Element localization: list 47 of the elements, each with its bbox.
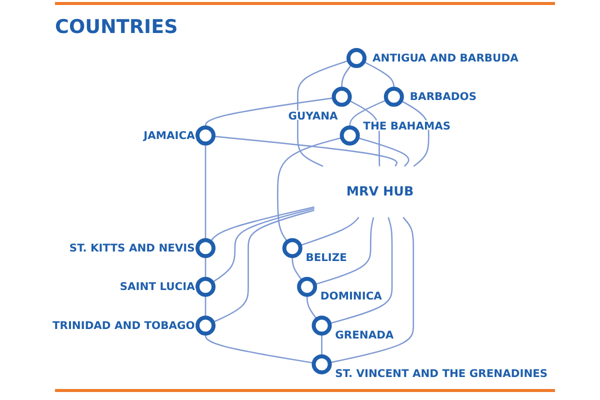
connector-line [212, 210, 314, 323]
connector-line [314, 217, 374, 286]
connector-line [204, 334, 314, 364]
connector-line [277, 136, 342, 242]
ring-node [312, 354, 332, 374]
title: COUNTRIES [55, 16, 178, 38]
hub-label: MRV HUB [346, 184, 414, 199]
country-label: TRINIDAD AND TOBAGO [52, 318, 195, 332]
ring-node [384, 86, 404, 107]
ring-node [195, 276, 216, 297]
ring-node [332, 86, 352, 107]
connector-line [321, 334, 322, 356]
connector-line [204, 256, 206, 279]
connector-line [329, 217, 393, 324]
ring-node [340, 126, 360, 146]
connector-line [300, 216, 360, 246]
connector-line [210, 206, 314, 242]
connector-line [204, 97, 334, 128]
ring-node [346, 48, 367, 68]
country-label: SAINT LUCIA [120, 280, 195, 294]
country-label: JAMAICA [144, 128, 195, 142]
connector-line [349, 99, 387, 128]
connector-line [357, 137, 410, 167]
connector-line [400, 100, 430, 167]
ring-node [195, 238, 216, 258]
country-label: GRENADA [335, 328, 394, 342]
ring-node [297, 276, 318, 297]
country-label: ST. KITTS AND NEVIS [69, 241, 195, 254]
ring-node [195, 126, 216, 146]
country-label: DOMINICA [320, 290, 382, 303]
connector-line [341, 64, 352, 89]
ring-node [312, 316, 332, 336]
connector-line [212, 208, 314, 283]
country-label: BARBADOS [410, 90, 477, 104]
ring-node [282, 238, 302, 258]
country-label: ANTIGUA AND BARBUDA [372, 51, 518, 64]
connector-line [204, 144, 206, 240]
country-label: ST. VINCENT AND THE GRENADINES [335, 367, 548, 380]
connector-line [204, 294, 206, 318]
connector-line [297, 60, 350, 167]
connector-line [329, 216, 414, 364]
country-label: BELIZE [306, 250, 347, 264]
connector-line [306, 294, 318, 320]
ring-node [195, 316, 216, 336]
connector-line [213, 136, 398, 167]
connector-line [292, 256, 303, 281]
connector-line [363, 61, 395, 89]
